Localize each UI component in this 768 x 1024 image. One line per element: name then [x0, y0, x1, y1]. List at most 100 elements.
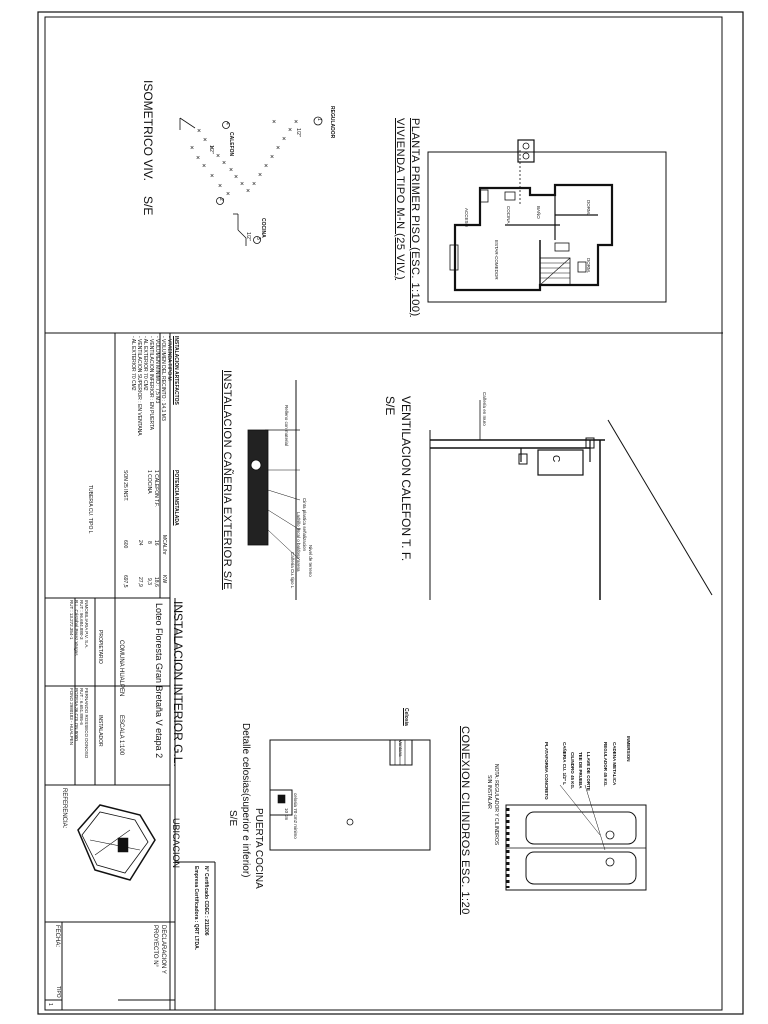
cylinders-drawing — [505, 784, 647, 891]
proyecto-label: PROYECTO N° — [152, 925, 158, 967]
certificado-label: N° Certificado CDEC : 211206 — [203, 866, 209, 936]
celosia-label: Celosia — [403, 708, 409, 726]
svg-text:×: × — [226, 191, 230, 198]
cyl-label-4: TEE DE PRUEBA — [578, 752, 583, 789]
floor-plan — [427, 139, 667, 303]
label-regulador: REGULADOR — [329, 106, 335, 139]
power-heading: POTENCIA INSTALADA — [173, 470, 179, 526]
title-block-title: INSTALACION INTERIOR G.L. — [171, 601, 185, 767]
pipe-type: TUBERIA CU. TIPO L — [87, 485, 93, 534]
cyl-label-6: PLATAFORMA CONCRETO — [544, 742, 549, 800]
floor-plan-title: PLANTA PRIMER PISO (ESC. 1:100) — [409, 118, 421, 317]
col-mcal: MCAL/hr — [161, 535, 167, 555]
isometric-scale: S/E — [141, 196, 155, 216]
cylinders-title: CONEXION CILINDROS ESC. 1:20 — [459, 726, 471, 915]
artifacts-line-5: - VENTILACION SUPERIOR : EN VENTANA — [136, 336, 142, 436]
svg-text:×: × — [240, 181, 244, 188]
isometric-title: ISOMETRICO VIV. — [141, 80, 155, 181]
room-cocina: COCINA — [506, 206, 511, 224]
exterior-label-4: Relleno con material — [284, 405, 289, 447]
cyl-label-1: CADENA METALICA — [612, 742, 617, 786]
title-block-comuna: COMUNA HUALPEN — [118, 640, 124, 697]
row-cocina-item: 1 COCINA — [146, 470, 152, 494]
owner-line-0: INMOBILIARIA P.V. S.A. — [84, 600, 89, 649]
instalador-label: INSTALADOR — [97, 715, 103, 747]
exterior-pipe-drawing — [247, 380, 301, 600]
label-node-3: 3 — [255, 237, 261, 240]
title-block-project: Loteo Floresta Gran Bretaña V etapa 2 — [154, 603, 164, 759]
ventilation-scale: S/E — [383, 396, 397, 416]
label-pipe-half: 1/2" — [295, 128, 301, 137]
fecha-label: FECHA: — [54, 925, 60, 948]
ventilation-title: VENTILACION CALEFON T. F. — [399, 396, 413, 562]
label-pipe-half-b: 1/2" — [208, 145, 214, 154]
artifacts-line-2: - VOLUMEN MINIMO : 7,5 M3 — [154, 336, 160, 404]
installer-line-1: RUT : 6.651.895-6 — [79, 688, 84, 725]
cyl-label-7: CILINDRO 45 KG. — [570, 752, 575, 790]
referencia-label: REFERENCIA: — [61, 788, 67, 829]
svg-text:×: × — [270, 154, 274, 161]
isometric-dashed-route: ××× ××× ××× ××× ××× ××× ××× ××× — [190, 119, 298, 198]
svg-text:×: × — [229, 167, 233, 174]
cylinders-note-1: NOTA: REGULADOR Y CILINDROS — [493, 764, 499, 846]
col-kw: KW — [161, 575, 167, 584]
location-map — [77, 804, 156, 881]
label-pipe-half-c: 1/2" — [245, 232, 251, 241]
row-cocina-kw: 9,3 — [146, 578, 152, 585]
installer-line-2: POTESA 36 COLON 8000 — [74, 688, 79, 741]
row-calefon-kw: 18,6 — [153, 577, 159, 587]
artifacts-line-6: - AL EXTERIOR 70 CM2 — [130, 336, 136, 391]
svg-text:×: × — [282, 136, 286, 143]
svg-text:×: × — [210, 173, 214, 180]
puerta-scale: S/E — [227, 810, 238, 827]
label-calefon: CALEFON — [228, 132, 234, 157]
svg-text:×: × — [202, 163, 206, 170]
svg-text:×: × — [218, 183, 222, 190]
artifacts-heading: INSTALACION ARTEFACTOS — [173, 336, 179, 405]
artifacts-line-0: - VIVIENDA TIPO M — [166, 336, 172, 381]
owner-line-3: RUT : 13.272.354-1 — [69, 600, 74, 640]
artifacts-line-1: - VOLUMEN DEL RECINTO : 14,1 M3 — [160, 336, 166, 421]
room-bano: BAÑO — [536, 206, 541, 219]
title-block-escala: ESCALA 1:100 — [118, 715, 124, 756]
puerta-title: PUERTA COCINA — [253, 808, 264, 889]
ventilation-calefon-drawing — [429, 400, 713, 600]
cylinders-note-2: SIN INSTALAR — [486, 775, 492, 809]
celosia-size-note: 10 cm — [284, 808, 289, 821]
exterior-label-3: Cañeria Cu. tipo L — [290, 552, 295, 589]
exterior-label-0: Nivel de terreno — [308, 545, 313, 577]
total-mcal: 24 — [137, 540, 143, 546]
grand-kw: 697,5 — [122, 575, 128, 588]
svg-text:×: × — [246, 188, 250, 195]
svg-text:×: × — [190, 145, 194, 152]
owner-line-1: RUT : 96.684.880-3 — [79, 600, 84, 640]
svg-text:×: × — [272, 119, 276, 126]
installer-line-3: FONO 2980183 - HUALPEN — [69, 688, 74, 746]
svg-text:×: × — [203, 137, 207, 144]
svg-text:×: × — [264, 163, 268, 170]
label-node-4: 4 — [224, 122, 230, 125]
ventilation-pipe-note: Cañería en muro — [482, 392, 487, 426]
cyl-label-3: LLAVE DE CORTE — [586, 752, 591, 791]
svg-text:×: × — [276, 145, 280, 152]
room-acceso: ACCESO — [464, 208, 469, 228]
label-cocina: COCINA — [260, 218, 266, 238]
installer-line-0: FERNANDO ROSSECO DONOSO — [84, 688, 89, 759]
tipo-label: TIPO — [55, 986, 61, 998]
total-kw: 27,9 — [137, 577, 143, 587]
isometric-drawing — [179, 116, 323, 246]
floor-plan-subtitle: VIVIENDA TIPO M-N (25 VIV.) — [394, 118, 406, 281]
exterior-pipe-title: INSTALACION CAÑERIA EXTERIOR S/E — [221, 370, 233, 590]
svg-text:×: × — [216, 153, 220, 160]
ventana-label: Ventana — [398, 740, 403, 757]
cyl-label-2: REGULADOR 45 KG. — [603, 742, 608, 787]
svg-text:×: × — [222, 160, 226, 167]
owner-line-2: R.L. Cristobal Perez Vargas — [74, 600, 79, 656]
calefon-letter: C — [550, 455, 561, 463]
outer-border — [37, 11, 744, 1015]
row-cocina-mcal: 8 — [146, 541, 152, 544]
grand-mcal: 600 — [122, 540, 128, 549]
svg-text:×: × — [210, 145, 214, 152]
